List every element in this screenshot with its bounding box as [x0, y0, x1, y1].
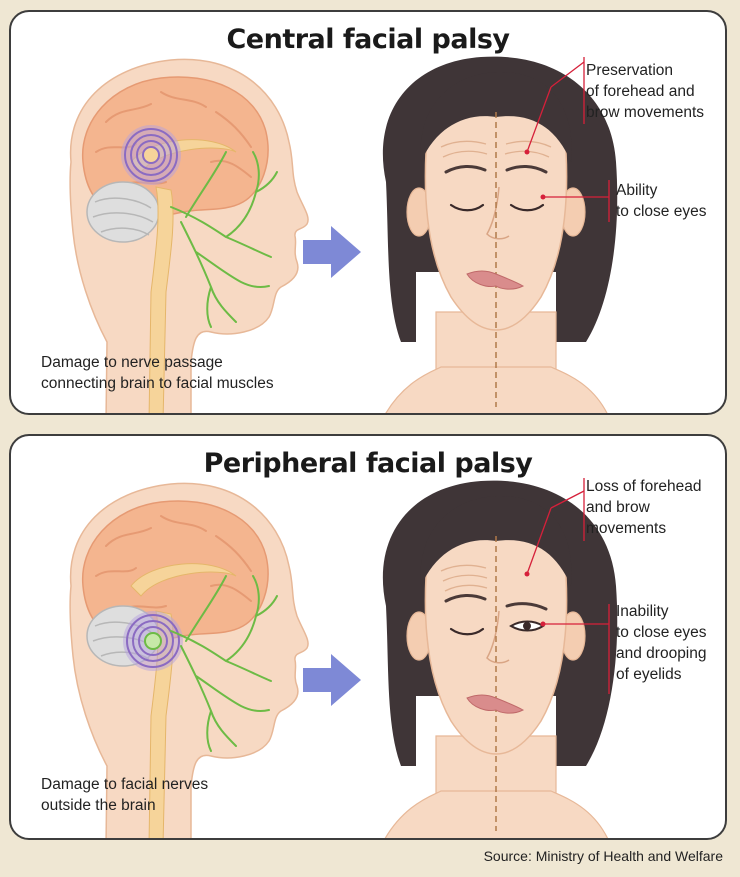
lesion-target-icon: [121, 125, 181, 185]
caption: Damage to nerve passage connecting brain…: [41, 354, 274, 392]
central-panel: Central facial palsy Preservation of for…: [9, 10, 727, 415]
face-icon: [380, 479, 618, 838]
annotation-forehead: Loss of forehead and brow movements: [586, 478, 702, 537]
annotation-eyes: Inability to close eyes and drooping of …: [616, 603, 707, 683]
annotation-line-forehead: [524, 490, 585, 577]
page-title: Peripheral facial palsy: [203, 448, 533, 479]
annotation-line-eyes: [540, 604, 610, 694]
arrow-right-icon: [303, 226, 361, 278]
annotation-eyes: Ability to close eyes: [616, 182, 707, 220]
annotation-line-forehead: [524, 61, 585, 155]
caption: Damage to facial nerves outside the brai…: [41, 776, 209, 814]
lesion-target-icon: [123, 611, 183, 671]
annotation-line-eyes: [540, 180, 610, 222]
arrow-right-icon: [303, 654, 361, 706]
page-title: Central facial palsy: [226, 24, 510, 55]
peripheral-panel: Peripheral facial palsy Loss of forehead…: [9, 434, 727, 840]
annotation-forehead: Preservation of forehead and brow moveme…: [586, 62, 705, 121]
face-icon: [380, 55, 618, 413]
central-illustration: [69, 55, 618, 413]
source-credit: Source: Ministry of Health and Welfare: [483, 848, 723, 864]
peripheral-illustration: [69, 478, 618, 838]
